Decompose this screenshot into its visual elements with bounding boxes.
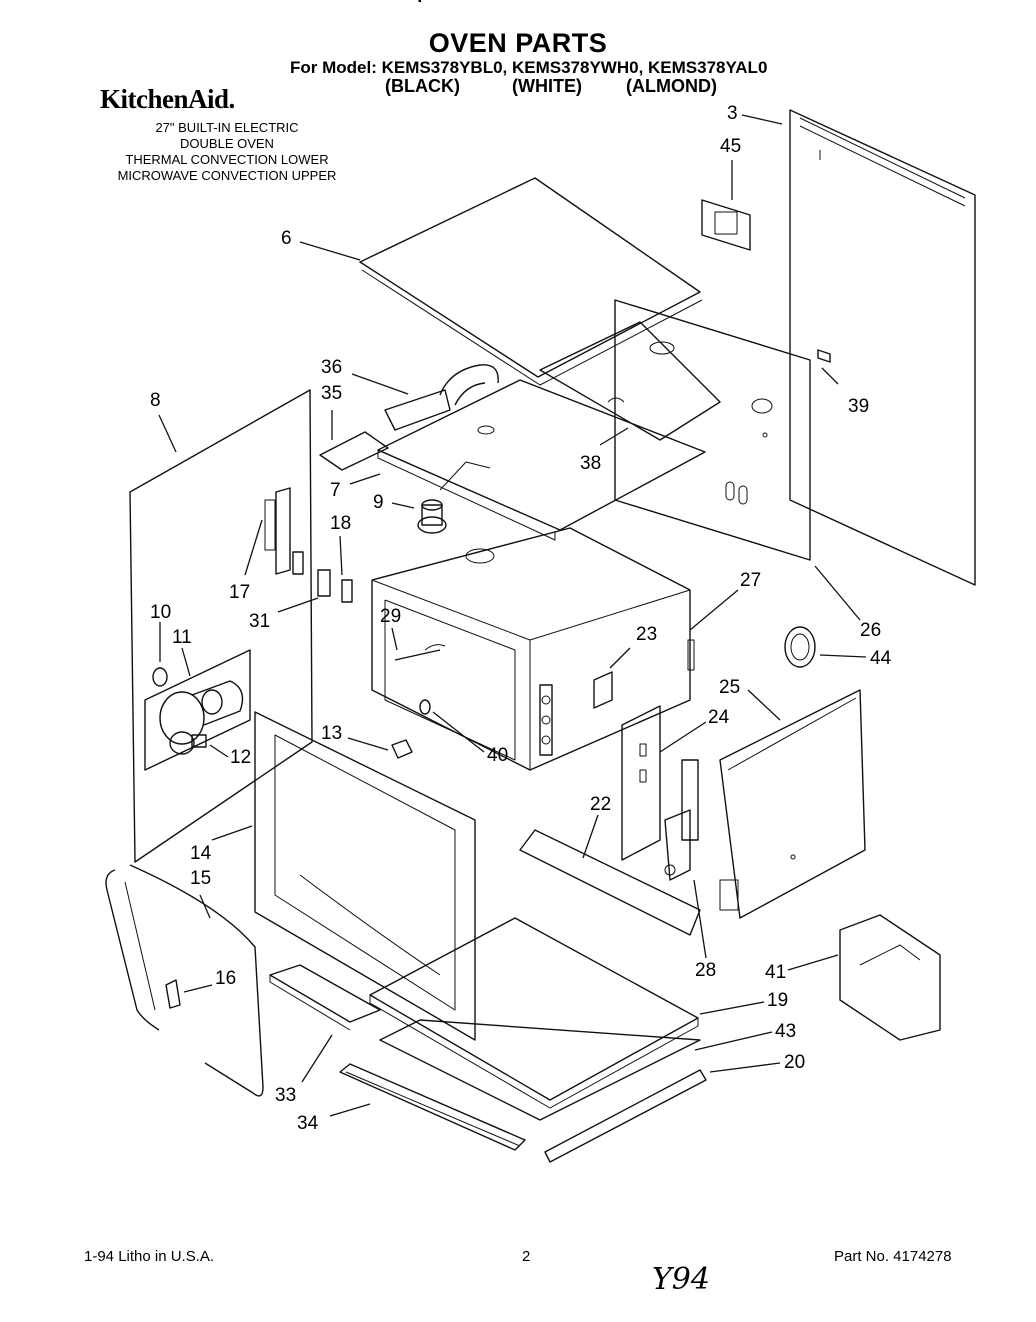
label-part-41: 41 [765, 962, 787, 983]
label-part-14: 14 [190, 843, 212, 864]
label-part-13: 13 [321, 723, 343, 744]
part-34-vent [339, 1063, 526, 1151]
page-number: 2 [522, 1248, 531, 1265]
part-35-bracket [319, 431, 389, 471]
part-44-fan-guard [784, 626, 816, 668]
part-24-bracket [621, 705, 661, 861]
label-part-15: 15 [190, 868, 212, 889]
label-part-34: 34 [297, 1113, 319, 1134]
part-16-clip [165, 979, 181, 1009]
part-10-lens [152, 667, 168, 687]
label-part-6: 6 [281, 228, 292, 249]
label-part-24: 24 [708, 707, 730, 728]
label-part-38: 38 [580, 453, 602, 474]
label-part-27: 27 [740, 570, 762, 591]
part-13-latch [391, 739, 413, 759]
part-7-shelf-base [377, 379, 706, 541]
label-part-22: 22 [590, 794, 612, 815]
part-14-front-frame [254, 711, 476, 1041]
part-41-cover [839, 914, 941, 1041]
label-part-44: 44 [870, 648, 892, 669]
page-title: OVEN PARTS [428, 28, 608, 58]
label-part-3: 3 [727, 103, 738, 124]
part-3-side-panel [789, 109, 976, 586]
label-part-35: 35 [321, 383, 343, 404]
part-23-plate [593, 671, 613, 709]
part-cavity-terminals [539, 684, 553, 756]
part-28-hinge [664, 759, 699, 881]
part-33-trim [269, 964, 381, 1031]
label-part-19: 19 [767, 990, 789, 1011]
model-list: For Model: KEMS378YBL0, KEMS378YWH0, KEM… [290, 58, 768, 77]
part-17-bracket [264, 487, 291, 575]
part-18-switch [292, 551, 353, 603]
description-line-3: THERMAL CONVECTION LOWER [125, 152, 329, 167]
part-number: Part No. 4174278 [834, 1248, 952, 1265]
label-part-33: 33 [275, 1085, 297, 1106]
part-39-clip [817, 349, 831, 363]
label-part-31: 31 [249, 611, 271, 632]
part-36-duct [384, 364, 499, 435]
label-part-16: 16 [215, 968, 237, 989]
part-26-rear-panel [614, 299, 811, 561]
label-part-23: 23 [636, 624, 658, 645]
label-part-40: 40 [487, 745, 509, 766]
label-part-9: 9 [373, 492, 384, 513]
label-part-39: 39 [848, 396, 870, 417]
label-part-11: 11 [172, 627, 192, 648]
description-line-4: MICROWAVE CONVECTION UPPER [117, 168, 337, 183]
label-part-10: 10 [150, 602, 172, 623]
label-part-17: 17 [229, 582, 251, 603]
color-black: (BLACK) [385, 76, 460, 96]
part-22-rail [519, 829, 701, 936]
part-31-switch [317, 569, 331, 597]
label-part-8: 8 [150, 390, 161, 411]
label-part-26: 26 [860, 620, 882, 641]
litho-note: 1-94 Litho in U.S.A. [84, 1248, 215, 1265]
part-43-insulation [379, 1019, 701, 1121]
label-part-7: 7 [330, 480, 341, 501]
label-part-29: 29 [380, 606, 402, 627]
label-part-45: 45 [720, 136, 742, 157]
part-12-bulb [169, 731, 207, 755]
part-11-light-housing [144, 649, 251, 771]
part-19-bottom-plate [369, 917, 699, 1109]
part-6-top-panel [359, 177, 703, 386]
part-8-side-panel [129, 389, 313, 863]
top-mark: ▪ [418, 0, 422, 7]
label-part-36: 36 [321, 357, 343, 378]
part-40-light [419, 699, 431, 715]
part-29-sensor [394, 644, 446, 661]
color-white: (WHITE) [512, 76, 582, 96]
part-25-right-panel [719, 689, 866, 919]
label-part-12: 12 [230, 747, 252, 768]
part-27-oven-cavity [371, 527, 695, 771]
part-15-gasket [105, 864, 264, 1097]
part-38-shelf [539, 321, 721, 441]
description-line-1: 27" BUILT-IN ELECTRIC [155, 120, 299, 135]
description-line-2: DOUBLE OVEN [180, 136, 274, 151]
label-part-43: 43 [775, 1021, 797, 1042]
handwritten-note: Y94 [652, 1262, 710, 1297]
label-part-25: 25 [719, 677, 741, 698]
label-part-18: 18 [330, 513, 352, 534]
part-45-bracket [701, 199, 751, 251]
part-20-rail [544, 1069, 707, 1163]
label-part-28: 28 [695, 960, 717, 981]
color-almond: (ALMOND) [626, 76, 717, 96]
label-part-20: 20 [784, 1052, 806, 1073]
brand-logo: KitchenAid. [100, 84, 235, 114]
leader-arrows [158, 114, 867, 1117]
part-9-motor [417, 499, 447, 534]
